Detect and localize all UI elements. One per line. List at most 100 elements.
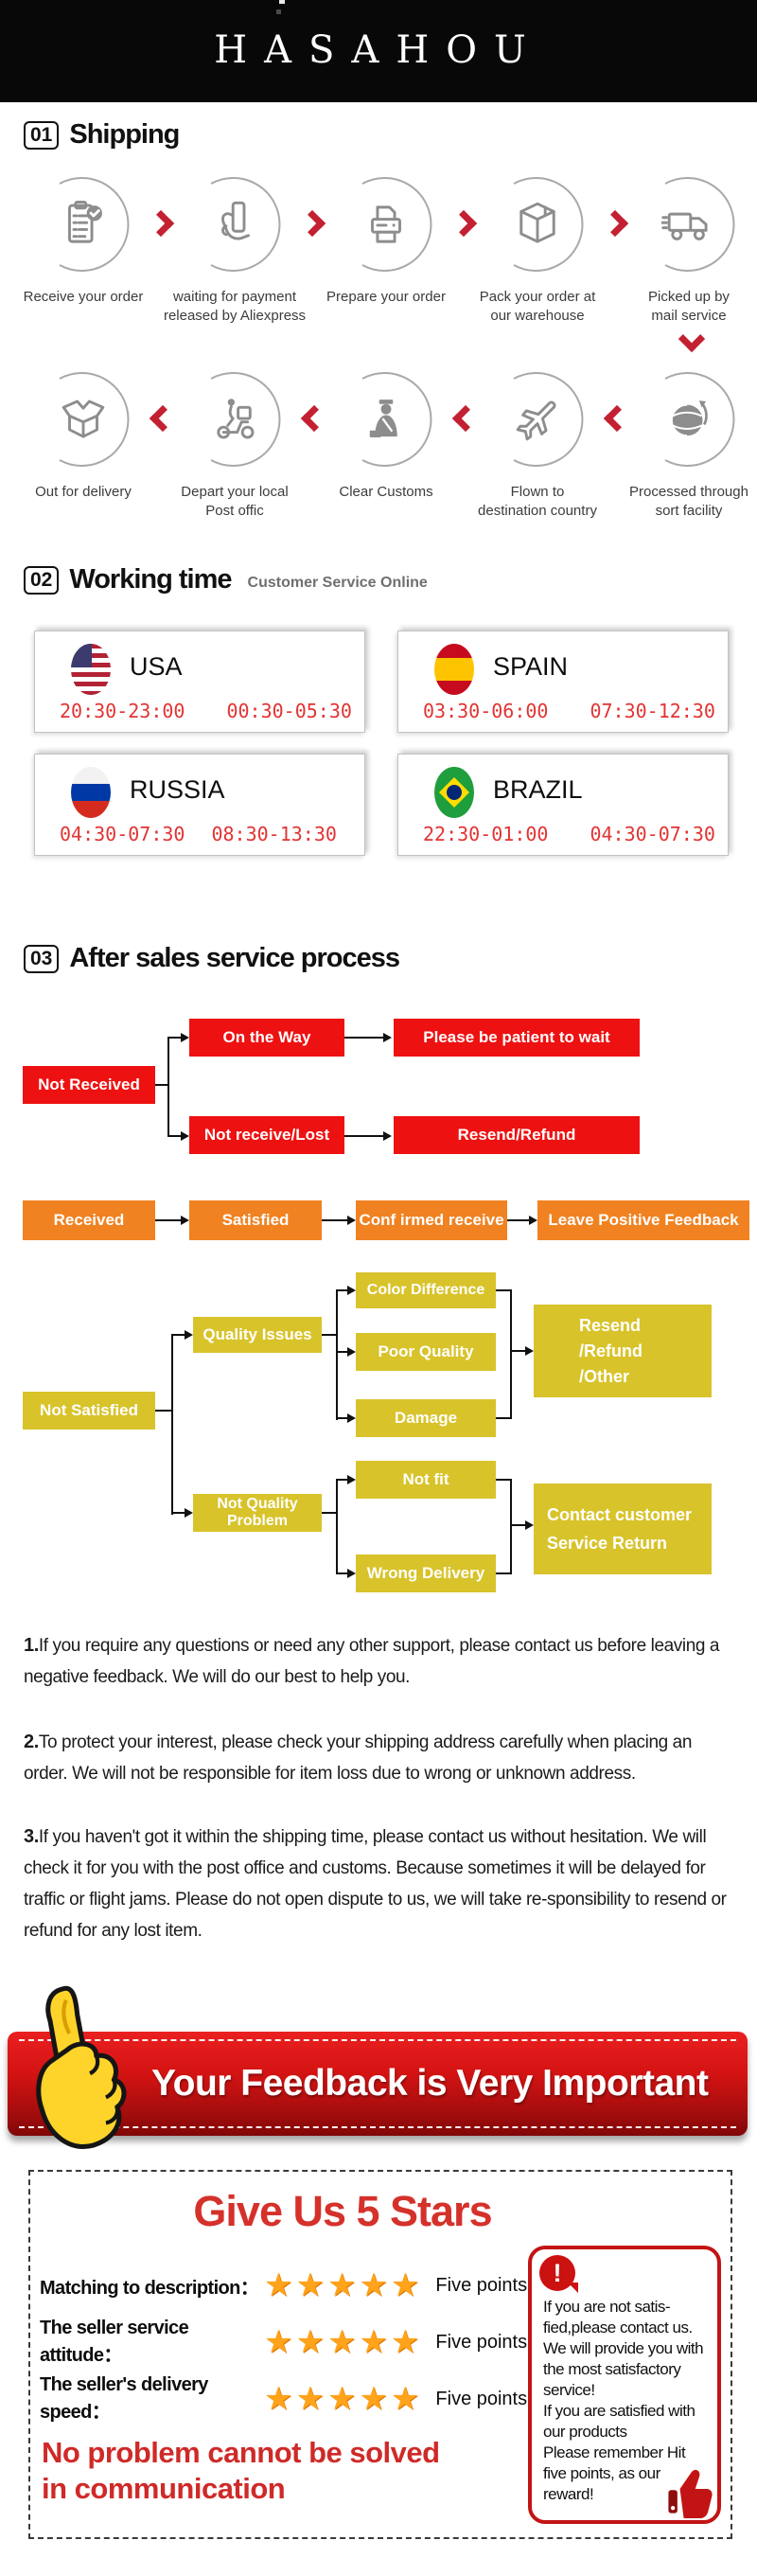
note-number: 2. bbox=[24, 1732, 39, 1752]
globe-icon bbox=[637, 367, 741, 471]
feedback-banner: Your Feedback is Very Important bbox=[8, 2032, 748, 2136]
service-hours: 00:30-05:30 bbox=[226, 700, 352, 722]
brand-title: HASAHOU bbox=[214, 28, 543, 72]
working-time-card-usa: USA 20:30-23:00 00:30-05:30 bbox=[34, 631, 365, 733]
star-rating-row: Matching to description： ★★★★★ Five poin… bbox=[40, 2266, 527, 2304]
shipping-step: Out for delivery bbox=[8, 367, 159, 502]
section-title: Working time bbox=[69, 564, 232, 595]
step-label: Out for delivery bbox=[35, 484, 132, 500]
step-ring bbox=[334, 172, 438, 276]
flow-node-confirmed-receive: Conf irmed receive bbox=[356, 1200, 507, 1240]
section-title: After sales service process bbox=[69, 943, 400, 973]
flow-node-contact-customer-service: Contact customer Service Return bbox=[534, 1483, 712, 1574]
usa-flag bbox=[71, 644, 111, 695]
step-ring bbox=[485, 172, 590, 276]
note-text: To protect your interest, please check y… bbox=[24, 1732, 693, 1784]
service-hours: 20:30-23:00 bbox=[60, 700, 185, 722]
star-rating-row: The seller's delivery speed： ★★★★★ Five … bbox=[40, 2374, 527, 2423]
feedback-banner-title: Your Feedback is Very Important bbox=[151, 2063, 709, 2104]
step-label: Flown to destination country bbox=[478, 484, 597, 519]
five-star-icons: ★★★★★ bbox=[264, 2266, 423, 2304]
step-label: Pack your order at our warehouse bbox=[479, 289, 596, 324]
brand-header: HASAHOU bbox=[0, 0, 757, 102]
give-us-5-stars-title: Give Us 5 Stars bbox=[193, 2187, 492, 2235]
star-rating-row: The seller service attitude： ★★★★★ Five … bbox=[40, 2318, 527, 2366]
flow-node-damage: Damage bbox=[356, 1399, 496, 1437]
notice-text: If you are not satis-fied,please contact… bbox=[543, 2298, 704, 2503]
rating-label: The seller's delivery speed： bbox=[40, 2374, 208, 2423]
flow-node-patient: Please be patient to wait bbox=[394, 1019, 640, 1057]
step-ring bbox=[485, 367, 590, 471]
section-title: Shipping bbox=[69, 119, 180, 150]
flow-node-wrong-delivery: Wrong Delivery bbox=[356, 1554, 496, 1592]
step-label: Receive your order bbox=[23, 289, 144, 305]
shipping-step: Picked up by mail service bbox=[613, 172, 757, 326]
communication-slogan: No problem cannot be solved in communica… bbox=[42, 2436, 440, 2505]
thumbs-up-icon bbox=[668, 2469, 713, 2518]
note-paragraph: 2.To protect your interest, please check… bbox=[24, 1727, 739, 1789]
section-heading-working-time: 02 Working time Customer Service Online bbox=[24, 564, 428, 595]
step-label: Depart your local Post offic bbox=[181, 484, 289, 519]
service-hours: 08:30-13:30 bbox=[211, 823, 337, 845]
working-time-card-brazil: BRAZIL 22:30-01:00 04:30-07:30 bbox=[397, 754, 729, 856]
shipping-step: Prepare your order bbox=[310, 172, 462, 307]
working-time-card-spain: SPAIN 03:30-06:00 07:30-12:30 bbox=[397, 631, 729, 733]
shipping-step: Receive your order bbox=[8, 172, 159, 307]
flow-node-leave-positive-feedback: Leave Positive Feedback bbox=[537, 1200, 749, 1240]
section-number: 03 bbox=[24, 944, 60, 973]
step-ring bbox=[31, 172, 135, 276]
flow-node-not-receive-lost: Not receive/Lost bbox=[189, 1116, 344, 1154]
section-subtitle: Customer Service Online bbox=[247, 574, 428, 591]
truck-icon bbox=[637, 172, 741, 276]
step-label: Prepare your order bbox=[326, 289, 446, 305]
service-hours: 04:30-07:30 bbox=[590, 823, 715, 845]
flow-node-satisfied: Satisfied bbox=[189, 1200, 322, 1240]
flow-node-poor-quality: Poor Quality bbox=[356, 1333, 496, 1371]
flow-node-resend-refund: Resend/Refund bbox=[394, 1116, 640, 1154]
spain-flag bbox=[434, 644, 474, 695]
flow-node-resend-refund-other: Resend /Refund /Other bbox=[534, 1305, 712, 1397]
five-star-icons: ★★★★★ bbox=[264, 2380, 423, 2418]
plane-icon bbox=[485, 367, 590, 471]
package-icon bbox=[485, 172, 590, 276]
country-name: BRAZIL bbox=[493, 775, 583, 804]
logo-mark bbox=[276, 9, 281, 14]
flow-node-quality-issues: Quality Issues bbox=[193, 1317, 322, 1353]
step-ring bbox=[334, 367, 438, 471]
country-name: SPAIN bbox=[493, 652, 569, 681]
service-hours: 07:30-12:30 bbox=[590, 700, 715, 722]
note-text: If you haven't got it within the shippin… bbox=[24, 1827, 727, 1941]
note-number: 3. bbox=[24, 1826, 39, 1847]
five-star-icons: ★★★★★ bbox=[264, 2323, 423, 2361]
rating-label: Matching to description： bbox=[40, 2277, 259, 2299]
service-hours: 03:30-06:00 bbox=[423, 700, 549, 722]
shipping-step: Flown to destination country bbox=[462, 367, 613, 521]
section-number: 01 bbox=[24, 120, 60, 150]
thumbs-up-icon bbox=[36, 1985, 127, 2149]
flow-node-not-quality-problem: Not Quality Problem bbox=[193, 1494, 322, 1532]
rating-label: The seller service attitude： bbox=[40, 2318, 189, 2366]
note-text: If you require any questions or need any… bbox=[24, 1636, 720, 1687]
logo-mark bbox=[279, 0, 285, 4]
russia-flag bbox=[71, 767, 111, 818]
flow-node-not-fit: Not fit bbox=[356, 1461, 496, 1499]
service-hours: 04:30-07:30 bbox=[60, 823, 185, 845]
hand-card-icon bbox=[183, 172, 287, 276]
five-stars-box: Give Us 5 Stars Matching to description：… bbox=[28, 2170, 732, 2539]
shipping-step: Processed through sort facility bbox=[613, 367, 757, 521]
working-time-card-russia: RUSSIA 04:30-07:30 08:30-13:30 bbox=[34, 754, 365, 856]
step-ring bbox=[637, 172, 741, 276]
step-label: Processed through sort facility bbox=[629, 484, 748, 519]
step-label: Clear Customs bbox=[339, 484, 433, 500]
exclamation-icon: ! bbox=[539, 2255, 575, 2291]
scooter-icon bbox=[183, 367, 287, 471]
step-ring bbox=[183, 367, 287, 471]
service-hours: 22:30-01:00 bbox=[423, 823, 549, 845]
section-number: 02 bbox=[24, 565, 60, 595]
rating-points: Five points bbox=[435, 2274, 528, 2296]
flow-node-not-satisfied: Not Satisfied bbox=[23, 1392, 155, 1430]
shipping-step: Depart your local Post offic bbox=[159, 367, 310, 521]
printer-icon bbox=[334, 172, 438, 276]
chevron-down-icon bbox=[678, 325, 706, 353]
